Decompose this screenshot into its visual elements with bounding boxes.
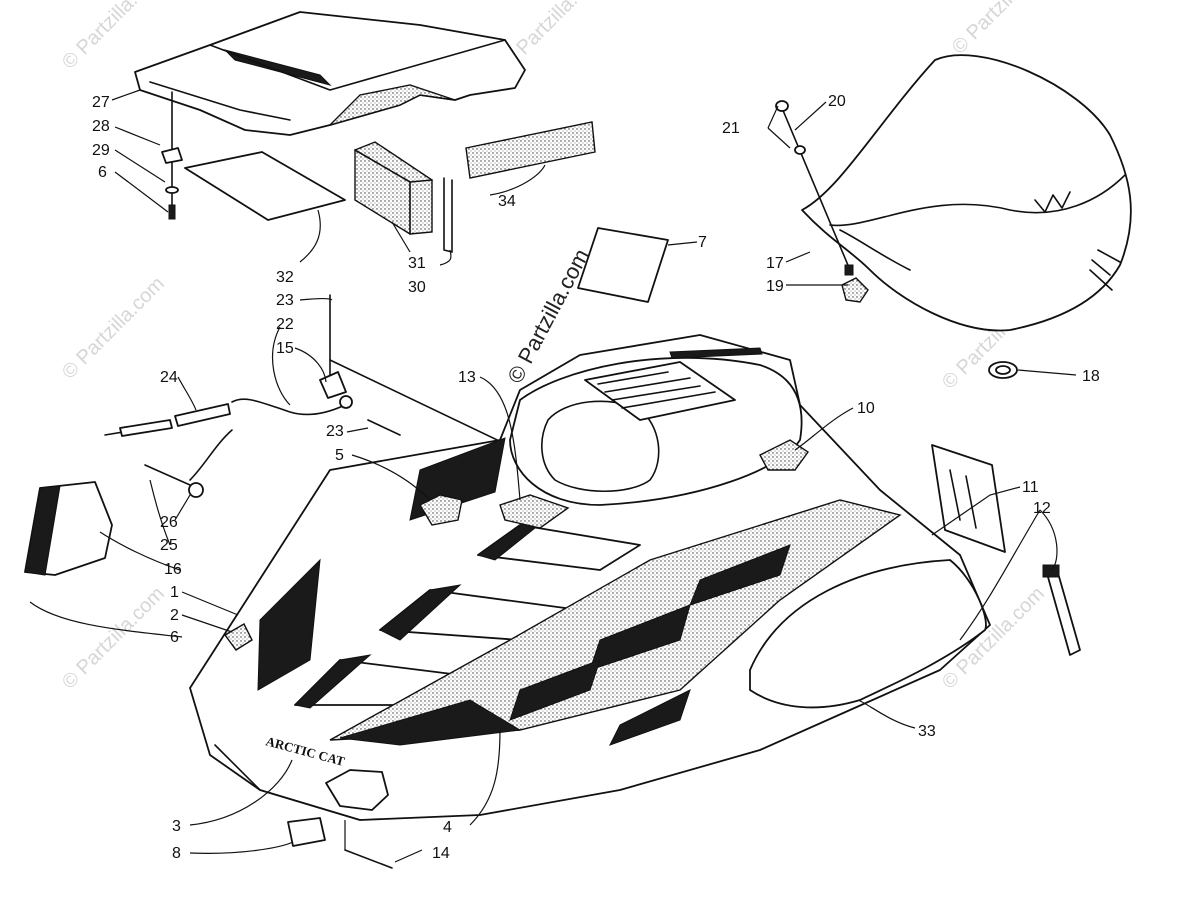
callout-22: 22 [276, 316, 294, 333]
callout-18: 18 [1082, 368, 1100, 385]
callout-23b: 23 [326, 423, 344, 440]
callout-10: 10 [857, 400, 875, 417]
callout-6b: 6 [170, 629, 179, 646]
callout-25: 25 [160, 537, 178, 554]
callout-12: 12 [1033, 500, 1051, 517]
callout-32: 32 [276, 269, 294, 286]
callout-1: 1 [170, 584, 179, 601]
callout-7: 7 [698, 234, 707, 251]
part-grommet [988, 361, 1018, 379]
callout-11: 11 [1022, 479, 1039, 496]
part-strip [465, 121, 596, 179]
watermark: © Partzilla.com [58, 583, 169, 694]
callout-33: 33 [918, 723, 936, 740]
part-decal-square [577, 227, 669, 303]
callout-24: 24 [160, 369, 178, 386]
part-windshield-hardware [775, 100, 869, 303]
callout-19: 19 [766, 278, 784, 295]
leader-lines [29, 89, 1077, 863]
part-storage-lid [134, 11, 526, 136]
callout-27: 27 [92, 94, 110, 111]
callout-14: 14 [432, 845, 450, 862]
part-pad [184, 151, 346, 221]
part-decal-panel [931, 444, 1006, 553]
part-rod [443, 177, 453, 253]
callout-20: 20 [828, 93, 846, 110]
callout-31: 31 [408, 255, 426, 272]
part-foam-block [354, 141, 433, 235]
callout-23: 23 [276, 292, 294, 309]
watermark: © Partzilla.com [58, 273, 169, 384]
callout-labels: 27 28 29 6 32 31 30 34 7 20 21 17 19 18 … [92, 93, 1100, 862]
part-cable-assembly [104, 398, 346, 498]
callout-16: 16 [164, 561, 182, 578]
part-nose-bracket [24, 481, 113, 576]
part-windshield [801, 54, 1132, 332]
part-fastener-stack [161, 91, 183, 220]
callout-3: 3 [172, 818, 181, 835]
callout-26: 26 [160, 514, 178, 531]
part-hood: ARCTIC CAT [189, 334, 991, 821]
watermark: © Partzilla.com [58, 0, 169, 74]
callout-13: 13 [458, 369, 476, 386]
callout-6: 6 [98, 164, 107, 181]
watermark: © Partzilla.com [948, 0, 1059, 59]
callout-29: 29 [92, 142, 110, 159]
callout-2: 2 [170, 607, 179, 624]
callout-5: 5 [335, 447, 344, 464]
callout-34: 34 [498, 193, 516, 210]
callout-30: 30 [408, 279, 426, 296]
callout-15: 15 [276, 340, 294, 357]
callout-8: 8 [172, 845, 181, 862]
callout-17: 17 [766, 255, 784, 272]
part-bracket-small [287, 817, 393, 869]
part-strap [1042, 564, 1081, 656]
callout-4: 4 [443, 819, 452, 836]
callout-28: 28 [92, 118, 110, 135]
callout-21: 21 [722, 120, 740, 137]
